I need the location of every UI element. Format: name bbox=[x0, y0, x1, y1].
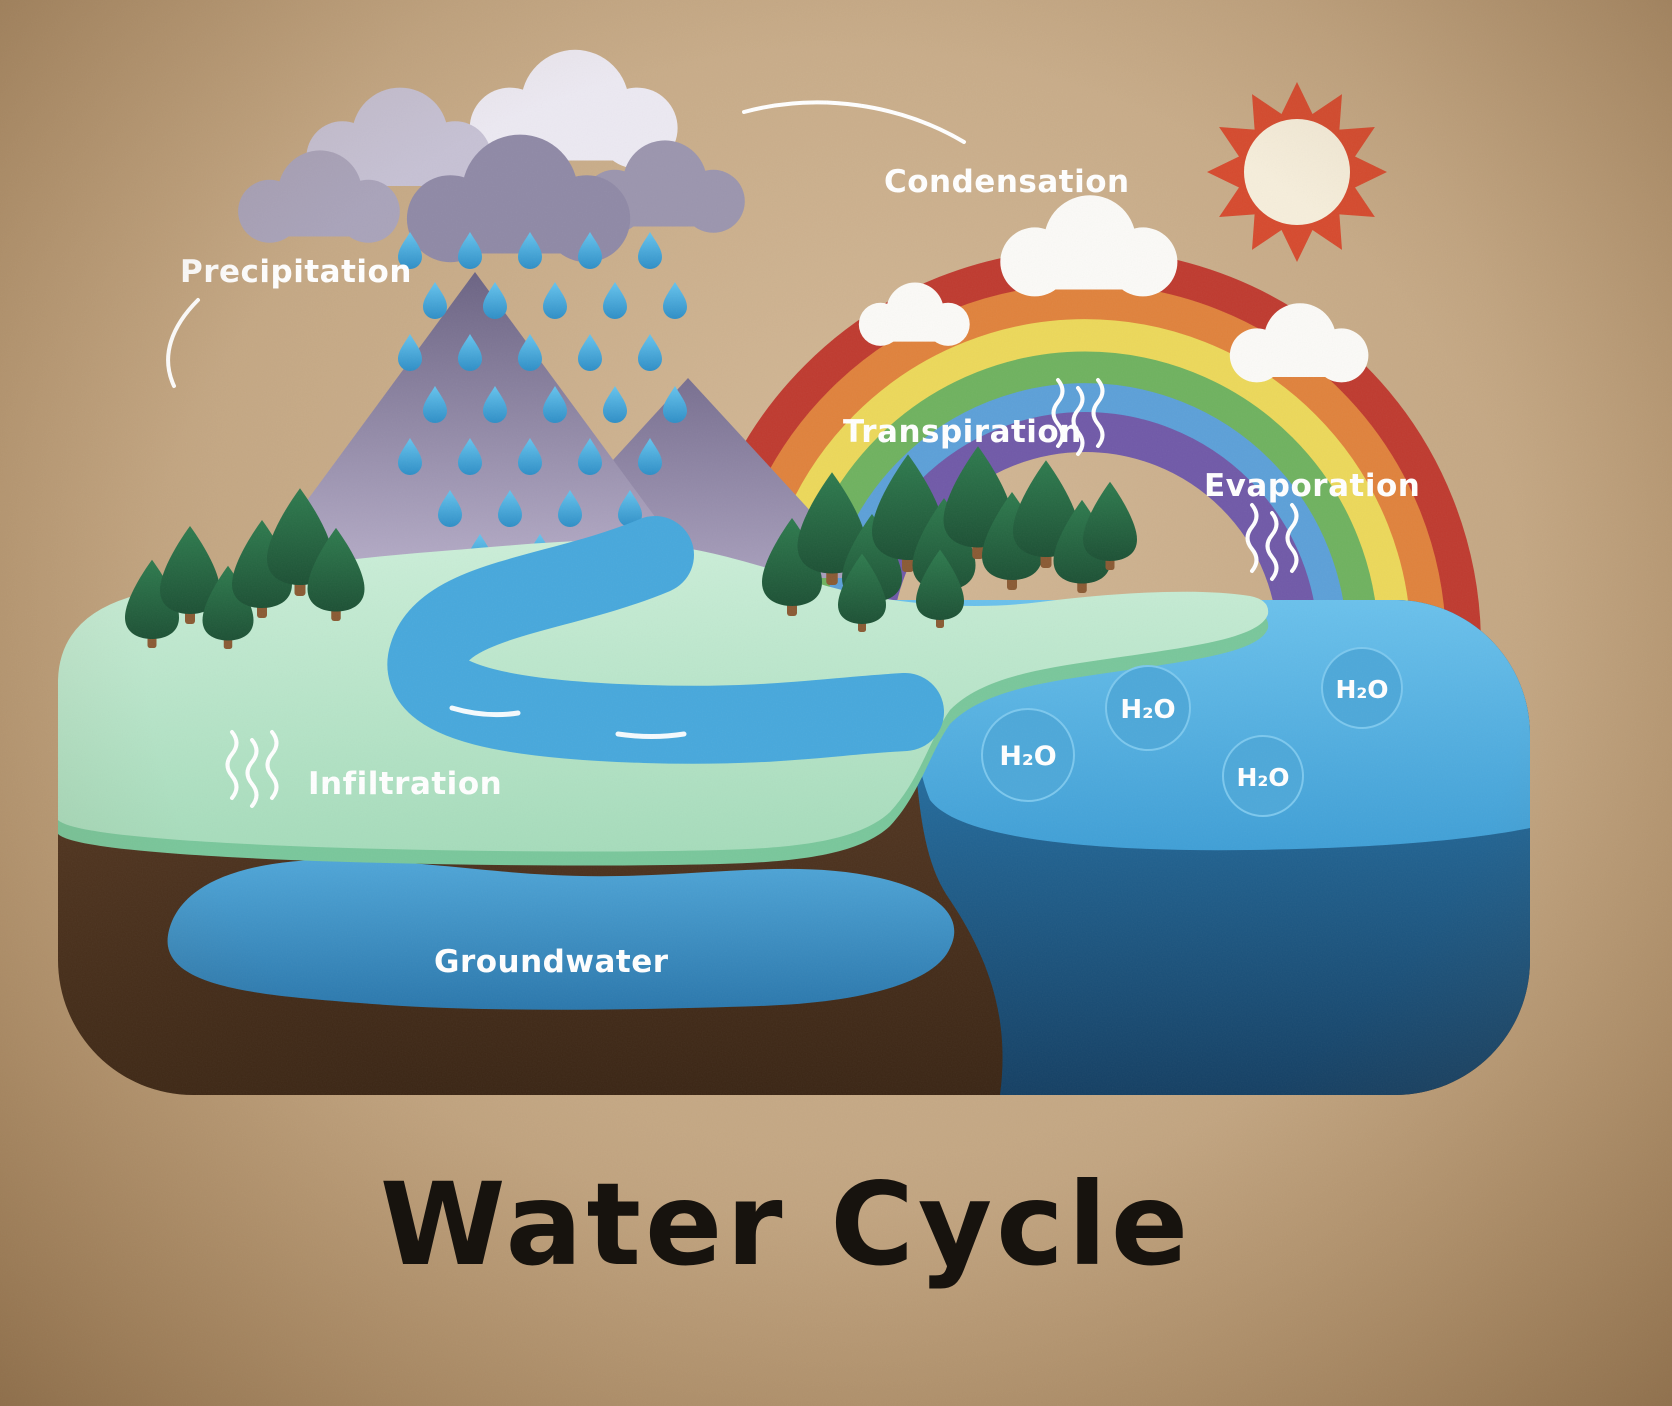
label-transpiration: Transpiration bbox=[843, 414, 1082, 450]
h2o-molecule: H₂O bbox=[1105, 665, 1191, 751]
h2o-label: H₂O bbox=[1236, 763, 1289, 792]
sun-icon bbox=[1207, 82, 1387, 262]
h2o-molecule: H₂O bbox=[1222, 735, 1304, 817]
raindrop-icon bbox=[663, 282, 687, 319]
label-evaporation: Evaporation bbox=[1204, 468, 1420, 504]
h2o-label: H₂O bbox=[1335, 675, 1388, 704]
label-condensation: Condensation bbox=[884, 164, 1130, 200]
precipitation-arrow bbox=[166, 298, 200, 388]
condensation-arrow bbox=[742, 100, 966, 144]
raindrop-icon bbox=[423, 282, 447, 319]
raindrop-icon bbox=[638, 232, 662, 269]
raindrop-icon bbox=[603, 282, 627, 319]
h2o-molecule: H₂O bbox=[981, 708, 1075, 802]
label-infiltration: Infiltration bbox=[308, 766, 502, 802]
terrain bbox=[58, 516, 1530, 1095]
raindrop-icon bbox=[603, 386, 627, 423]
label-groundwater: Groundwater bbox=[434, 944, 669, 980]
raindrop-icon bbox=[638, 334, 662, 371]
groundwater-reservoir bbox=[167, 859, 955, 1010]
sun-center bbox=[1244, 119, 1350, 225]
raindrop-icon bbox=[483, 282, 507, 319]
h2o-label: H₂O bbox=[999, 741, 1056, 772]
h2o-molecule: H₂O bbox=[1321, 647, 1403, 729]
raindrop-icon bbox=[398, 334, 422, 371]
raindrop-icon bbox=[578, 334, 602, 371]
raindrop-icon bbox=[543, 282, 567, 319]
rain-clouds bbox=[238, 49, 745, 263]
cloud-icon bbox=[1000, 195, 1178, 297]
diagram-title: Water Cycle bbox=[379, 1158, 1193, 1291]
label-precipitation: Precipitation bbox=[180, 254, 412, 290]
h2o-label: H₂O bbox=[1120, 695, 1175, 725]
